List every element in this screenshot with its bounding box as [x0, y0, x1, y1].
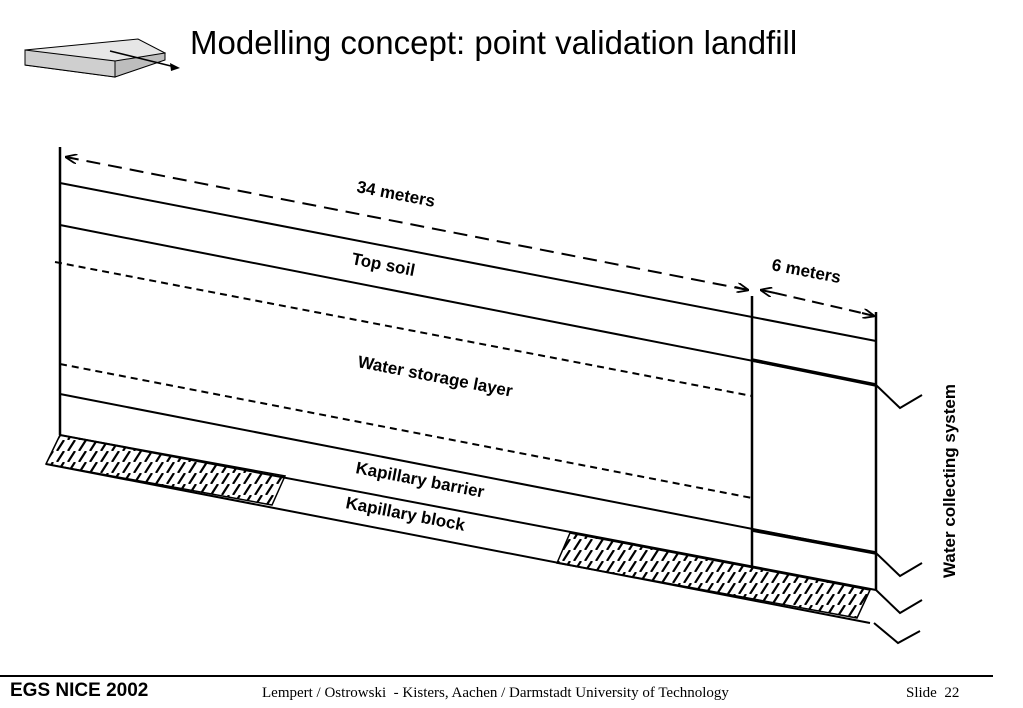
- storage-upper-dashed: [54, 261, 753, 397]
- footer-authors: Lempert / Ostrowski - Kisters, Aachen / …: [262, 685, 729, 701]
- topsoil-boundary: [59, 224, 877, 386]
- outlet-pipe-2: [875, 552, 923, 578]
- dimension-arrow-6m-end: [861, 313, 874, 316]
- label-water-storage-layer: Water storage layer: [356, 352, 514, 400]
- slab-logo-icon: [24, 38, 180, 78]
- footer-slide-number: Slide 22: [906, 685, 960, 701]
- outlet-pipe-1: [875, 384, 923, 410]
- label-34-meters: 34 meters: [355, 177, 437, 211]
- base-line-lower: [45, 463, 871, 624]
- barrier-upper-line: [59, 393, 877, 554]
- storage-lower-dashed: [59, 363, 753, 499]
- barrier-lower-line: [59, 434, 877, 591]
- surface-line: [59, 182, 877, 342]
- dimension-arrow-34m-end: [734, 287, 748, 290]
- outlet-pipe-3: [875, 589, 923, 615]
- label-water-collecting-system: Water collecting system: [940, 384, 959, 578]
- dimension-arrow-6m: [761, 290, 776, 293]
- footer-conference: EGS NICE 2002: [10, 680, 149, 701]
- dimension-line-6m: [774, 292, 863, 314]
- hatched-base-right: [555, 532, 872, 619]
- barrier-thick: [751, 528, 877, 555]
- footer-divider: [0, 675, 993, 677]
- dimension-arrow-34m: [66, 157, 749, 291]
- hatched-base-left: [44, 434, 287, 506]
- outlet-pipe-4: [873, 622, 921, 645]
- label-top-soil: Top soil: [350, 249, 416, 280]
- label-kapillary-block: Kapillary block: [344, 493, 467, 535]
- label-6-meters: 6 meters: [770, 255, 842, 287]
- slide-title: Modelling concept: point validation land…: [190, 24, 798, 61]
- topsoil-boundary-thick: [751, 358, 877, 387]
